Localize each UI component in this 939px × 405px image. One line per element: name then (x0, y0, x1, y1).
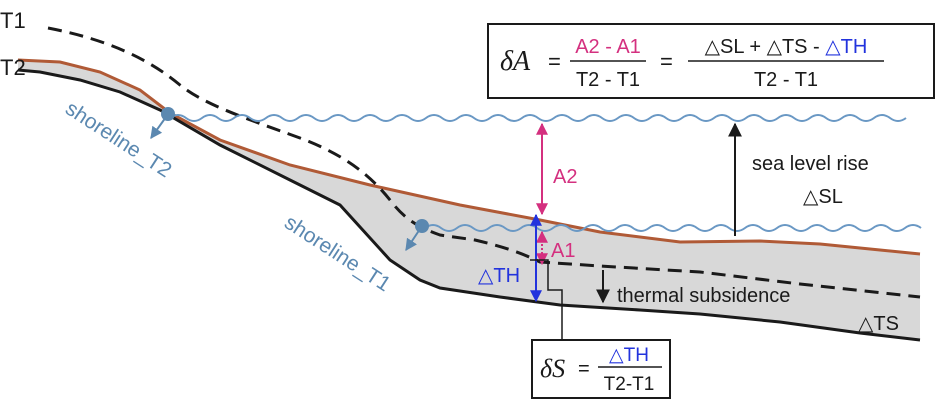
shoreline-t1-arrow (405, 228, 421, 251)
delta-a-formula-box: δA = A2 - A1 T2 - T1 = △SL + △TS - △TH T… (487, 23, 935, 99)
delta-a-frac2-den: T2 - T1 (754, 69, 818, 91)
delta-a-equals-2: = (660, 49, 673, 74)
t1-surface-line (47, 26, 921, 299)
shoreline-t1-marker (415, 219, 429, 233)
t1-label: T1 (0, 8, 26, 33)
delta-a-frac2-num: △SL + △TS - △TH (705, 36, 868, 58)
delta-ts-label: △TS (858, 313, 899, 335)
delta-s-den: T2-T1 (604, 374, 655, 395)
delta-a-frac1-num: A2 - A1 (575, 36, 641, 58)
delta-th-label: △TH (478, 265, 520, 287)
thermal-subsidence-label: thermal subsidence (617, 285, 790, 307)
sea-level-rise-label: sea level rise (752, 153, 869, 175)
delta-a-frac2-num-part2: △TH (825, 36, 867, 58)
delta-s-symbol: δS (540, 354, 565, 383)
sediment-wedge (18, 60, 920, 340)
delta-sl-label: △SL (803, 186, 843, 208)
delta-a-equals-1: = (548, 49, 561, 74)
t2-label: T2 (0, 55, 26, 80)
a1-label: A1 (551, 240, 575, 262)
t2-surface-line (17, 58, 921, 256)
delta-s-leader-line (530, 259, 563, 340)
delta-a-frac2-num-part1: △SL + △TS - (705, 36, 826, 58)
a2-label: A2 (553, 166, 577, 188)
delta-s-formula-box: δS = △TH T2-T1 (531, 339, 671, 399)
sea-level-t2-wave (169, 114, 907, 122)
delta-a-frac1-den: T2 - T1 (576, 69, 640, 91)
delta-a-symbol: δA (500, 46, 531, 77)
sea-level-t1-wave (424, 224, 922, 232)
shoreline-t2-arrow (150, 116, 167, 139)
shoreline-t2-marker (161, 107, 175, 121)
delta-s-equals: = (578, 358, 590, 380)
t2-basement-line (17, 68, 921, 342)
delta-s-num: △TH (609, 345, 649, 366)
